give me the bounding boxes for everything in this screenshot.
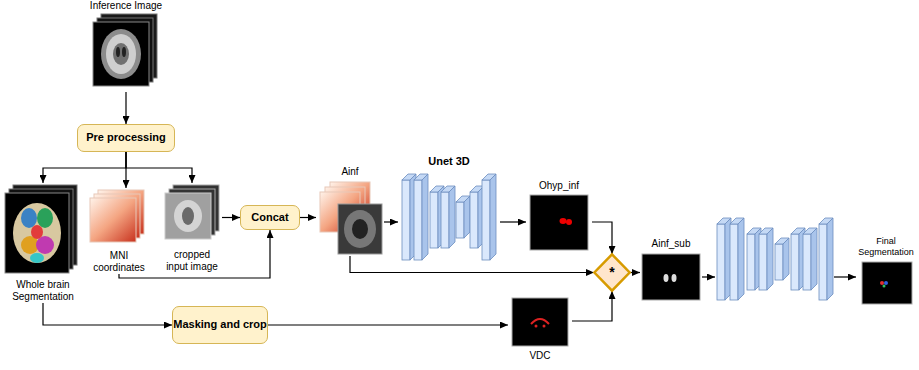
connector-line: [350, 256, 594, 273]
unet-block: [402, 174, 496, 260]
connector-line: [500, 221, 526, 222]
cropped-image-stack: [165, 185, 219, 239]
node-label: Final Segmentation: [856, 236, 916, 258]
process-box: Pre processing: [77, 124, 175, 152]
connector-line: [702, 276, 715, 277]
diamond-outline: [594, 254, 629, 290]
connector: [268, 325, 508, 326]
node-label: Masking and crop: [173, 318, 267, 331]
connector: [126, 92, 127, 124]
image-stack: Ainf_sub: [640, 238, 702, 302]
connector: [630, 272, 640, 273]
connector-line: [384, 221, 398, 222]
connector-line: [630, 272, 640, 273]
node-label: VDC: [529, 350, 550, 362]
process-box: Masking and crop: [172, 306, 268, 344]
connector-line: [125, 92, 126, 124]
process-box: Concat: [240, 205, 300, 230]
operator-diamond: *: [594, 254, 630, 291]
connector: [350, 256, 594, 273]
image-stack: cropped input image: [162, 183, 222, 273]
connector: [43, 303, 172, 325]
connector-line: [268, 324, 508, 325]
image-stack: Whole brain Segmentation: [2, 183, 84, 303]
connector: [592, 222, 612, 254]
connector: [384, 222, 398, 223]
connector-line: [222, 217, 240, 218]
connector-line: [126, 152, 192, 183]
image-stack: Final Segmentation: [856, 236, 916, 306]
network-block: Unet 3D: [398, 155, 500, 265]
connector: [126, 152, 192, 183]
image-stack: Ainf: [316, 166, 384, 256]
node-label: Pre processing: [86, 131, 165, 144]
node-label: Whole brain Segmentation: [2, 279, 84, 303]
segmentation-stack: [5, 185, 77, 273]
unet-block: [717, 218, 833, 300]
vdc-image: [512, 298, 568, 346]
node-label: Ainf_sub: [652, 238, 691, 250]
connector: [222, 217, 240, 218]
image-stack: MNI coordinates: [85, 188, 153, 274]
inference-image-stack: [93, 14, 157, 86]
connector-line: [834, 276, 856, 277]
connector-line: [592, 222, 612, 254]
node-label: cropped input image: [162, 249, 222, 273]
hypothalamus-output: [530, 195, 588, 250]
mni-coordinate-maps: [90, 190, 144, 242]
node-label: *: [609, 264, 614, 281]
connector-line: [43, 152, 126, 183]
node-label: Inference Image: [90, 0, 162, 12]
connector-line: [300, 217, 316, 218]
connector: [572, 291, 612, 321]
node-label: Ohyp_inf: [539, 180, 579, 192]
image-stack: VDC: [508, 296, 572, 362]
image-stack: Ohyp_inf: [526, 180, 592, 252]
image-stack: Inference Image: [85, 0, 167, 92]
connector: [702, 277, 856, 278]
ainf-stack: [320, 182, 382, 254]
node-label: Ainf: [341, 166, 358, 178]
connector: [500, 222, 526, 223]
node-label: Unet 3D: [428, 155, 470, 168]
connector: [300, 217, 316, 218]
connector-line: [572, 291, 612, 321]
connector: [43, 152, 126, 183]
node-label: MNI coordinates: [85, 250, 153, 274]
node-label: Concat: [251, 211, 288, 224]
final-segmentation-image: [862, 262, 912, 304]
connector-line: [43, 303, 172, 325]
ainf-sub-image: [642, 254, 700, 300]
